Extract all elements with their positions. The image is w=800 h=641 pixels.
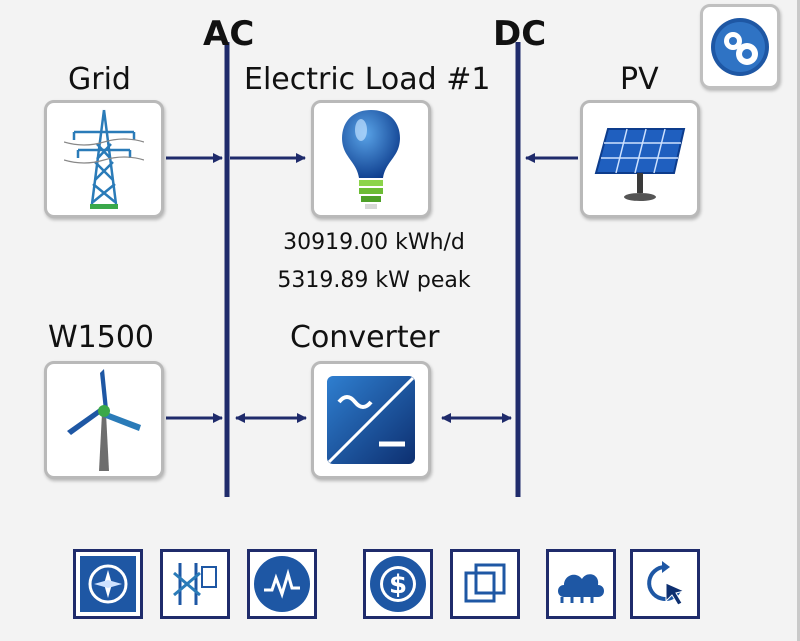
wind-turbine-icon — [67, 369, 141, 471]
wind-turbine-label: W1500 — [48, 320, 155, 355]
toolbar-layers-button[interactable] — [450, 549, 520, 619]
grid-component[interactable] — [44, 100, 164, 218]
toolbar-cloud-button[interactable] — [546, 549, 616, 619]
converter-icon — [327, 376, 415, 464]
cloud-icon — [558, 574, 604, 603]
grid-label: Grid — [68, 62, 131, 97]
toolbar-refresh-cursor-button[interactable] — [630, 549, 700, 619]
dc-bus-label: DC — [493, 14, 547, 54]
power-tower-icon — [64, 109, 144, 209]
gears-icon — [711, 17, 769, 76]
toolbar-compass-button[interactable] — [73, 549, 143, 619]
cursor-refresh-icon — [647, 561, 686, 606]
converter-component[interactable] — [311, 361, 431, 479]
load-peak-power: 5319.89 kW peak — [277, 268, 471, 293]
svg-text:$: $ — [389, 570, 407, 600]
ac-bus-label: AC — [203, 14, 255, 54]
waveform-icon — [264, 568, 300, 599]
sensitivity-icon — [173, 563, 217, 605]
dollar-icon: $ — [380, 566, 416, 602]
electric-load-component[interactable] — [311, 100, 431, 218]
load-daily-energy: 30919.00 kWh/d — [283, 230, 465, 255]
layers-icon — [464, 563, 506, 603]
electric-load-label: Electric Load #1 — [244, 62, 491, 97]
toolbar-economics-button[interactable]: $ — [363, 549, 433, 619]
solar-panel-icon — [594, 128, 686, 201]
system-settings-button[interactable] — [700, 4, 780, 89]
pv-component[interactable] — [580, 100, 700, 218]
pv-label: PV — [620, 62, 659, 97]
toolbar-waveform-button[interactable] — [247, 549, 317, 619]
toolbar-sensitivity-button[interactable] — [160, 549, 230, 619]
compass-icon — [88, 564, 128, 604]
converter-label: Converter — [290, 320, 440, 355]
light-bulb-icon — [342, 110, 400, 209]
wind-turbine-component[interactable] — [44, 361, 164, 479]
